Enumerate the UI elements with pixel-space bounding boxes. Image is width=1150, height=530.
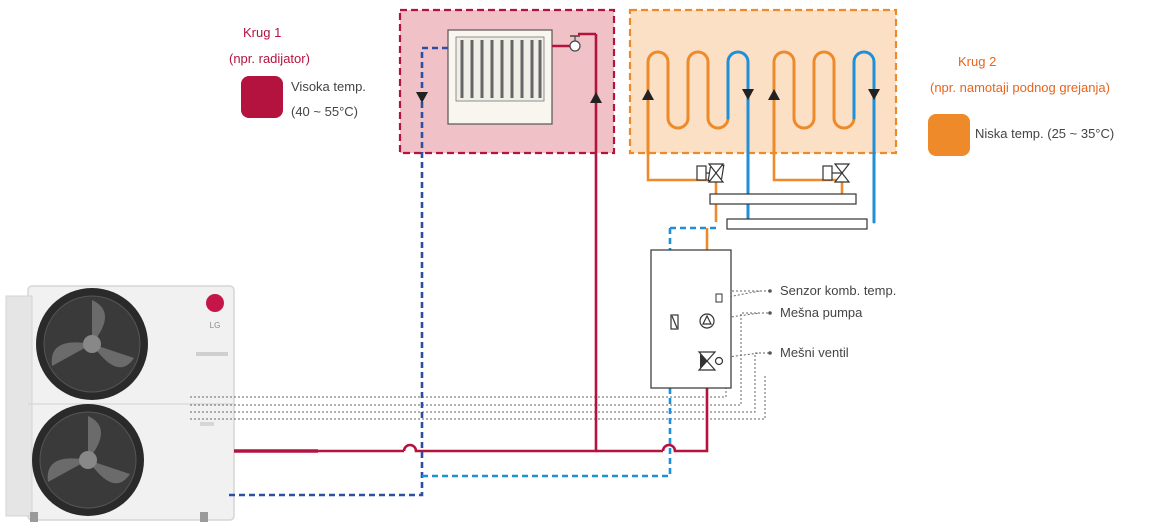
radiator-icon [447,29,581,125]
mix-temp-sensor-icon [715,293,723,303]
lg-logo-text: LG [210,321,221,330]
circuit2-color-swatch [928,114,970,156]
valve-callout-dot [768,351,772,355]
arrow-down-icon [742,89,754,100]
return-manifold [726,218,868,230]
circuit1-subtitle: (npr. radijator) [229,51,310,66]
circuit2-zone-box [628,8,898,155]
radiator-valve-icon [569,40,581,52]
circuit1-color-swatch [241,76,283,118]
arrow-down-icon [868,89,880,100]
heat-pump-unit: LG [5,285,235,522]
floor-coil-right [772,50,876,224]
sensor-callout-dot [768,289,772,293]
fan-bottom-icon [32,404,144,516]
mixing-pump-icon [699,313,715,329]
arrow-up-icon [642,89,654,100]
circuit1-temp-range: (40 ~ 55°C) [291,104,358,119]
arrow-up-icon [768,89,780,100]
zone-valve-right-icon [822,163,851,183]
unit-side [5,295,33,517]
callout-sensor: Senzor komb. temp. [780,283,897,298]
circuit2-subtitle: (npr. namotaji podnog grejanja) [930,80,1110,95]
callout-pump: Mešna pumpa [780,305,863,320]
mixing-kit [650,249,732,389]
circuit2-zone [628,8,898,155]
arrow-up-icon [590,92,602,103]
mixing-valve-icon [697,351,724,371]
circuit1-title: Krug 1 [243,25,282,40]
circuit2-title: Krug 2 [958,54,997,69]
callout-valve: Mešni ventil [780,345,849,360]
circuit2-temp-label: Niska temp. (25 ~ 35°C) [975,126,1115,141]
circuit1-temp-label: Visoka temp. [291,79,366,94]
floor-coil-left [646,50,750,224]
zone-valve-left-icon [696,163,725,183]
supply-manifold [709,193,857,205]
arrow-down-icon [416,92,428,103]
pump-callout-dot [768,311,772,315]
fan-top-icon [36,288,148,400]
return-pipe-blue [228,46,448,497]
lg-logo: LG [206,294,224,330]
supply-pipes-red [234,32,709,453]
mixing-kit-box [650,249,732,389]
